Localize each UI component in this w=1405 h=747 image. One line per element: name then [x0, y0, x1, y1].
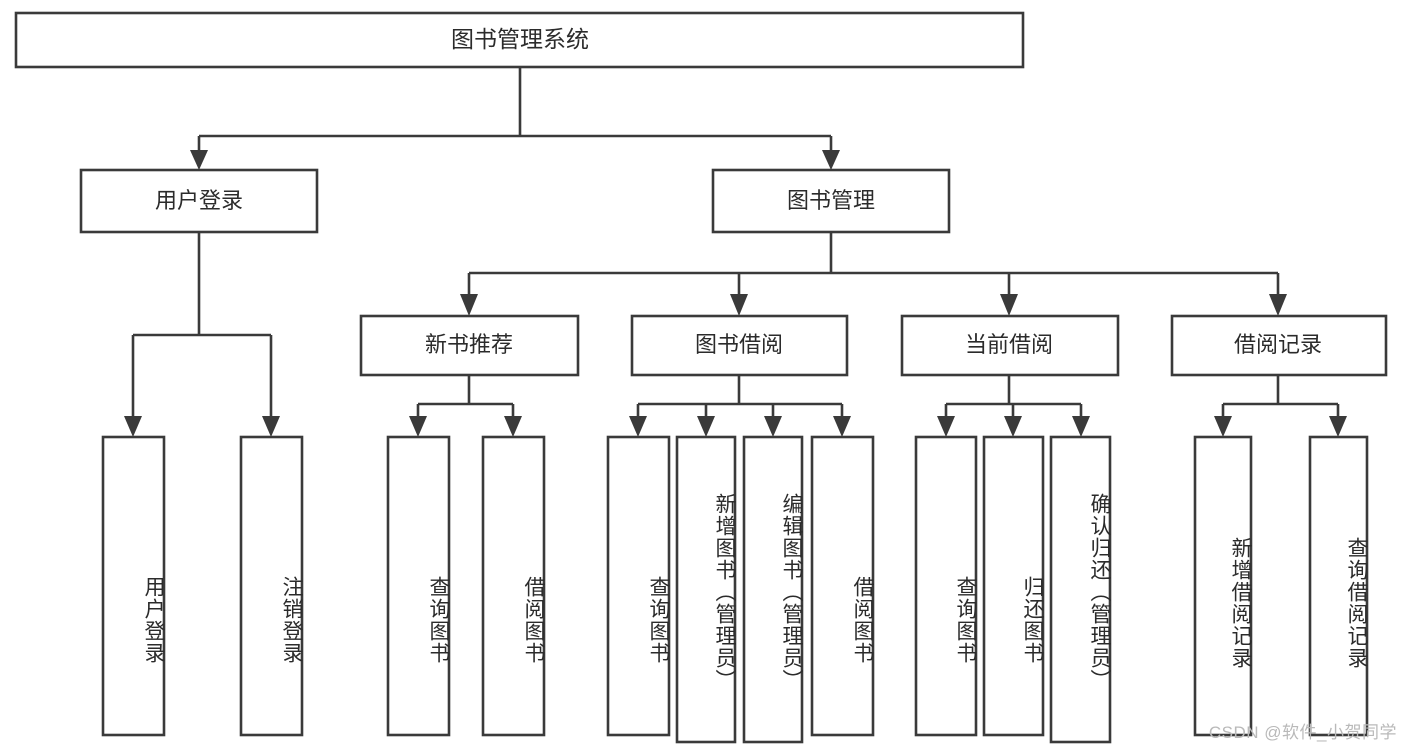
leaf-box-bw-edit[interactable] [742, 435, 804, 744]
arrow-head-leaf-nb-query [409, 416, 427, 437]
node-current-label: 当前借阅 [965, 332, 1053, 357]
arrow-head-borrow [730, 294, 748, 316]
leaf-box-bw-query[interactable] [606, 435, 671, 737]
leaf-box-user-logout[interactable] [239, 435, 304, 737]
node-bookmgmt[interactable]: 图书管理 [711, 168, 951, 234]
arrow-head-records [1269, 294, 1287, 316]
node-records-box[interactable] [1170, 314, 1388, 377]
connector-group-borrow [629, 375, 851, 437]
node-root-label: 图书管理系统 [451, 26, 589, 52]
arrow-head-leaf-rec-add [1214, 416, 1232, 437]
arrow-head-leaf-bw-borrow [833, 416, 851, 437]
arrow-head-login [190, 150, 208, 170]
leaf-box-rec-query[interactable] [1308, 435, 1369, 737]
leaf-box-rec-add[interactable] [1193, 435, 1253, 737]
arrow-head-newbook [460, 294, 478, 316]
leaf-box-user-login[interactable] [101, 435, 166, 737]
arrow-head-leaf-cur-query [937, 416, 955, 437]
connector-group-bookmgmt [460, 232, 1287, 316]
node-borrow-label: 图书借阅 [695, 332, 783, 357]
leaf-box-group [101, 435, 1369, 744]
leaf-box-nb-query[interactable] [386, 435, 451, 737]
leaf-box-bw-borrow[interactable] [810, 435, 875, 737]
leaf-box-bw-add[interactable] [675, 435, 737, 744]
node-current[interactable]: 当前借阅 [900, 314, 1120, 377]
arrow-head-leaf-bw-query [629, 416, 647, 437]
node-records-label: 借阅记录 [1234, 332, 1322, 357]
node-login[interactable]: 用户登录 [79, 168, 319, 234]
node-current-box[interactable] [900, 314, 1120, 377]
arrow-head-leaf-rec-query [1329, 416, 1347, 437]
node-borrow-box[interactable] [630, 314, 849, 377]
arrow-head-leaf-bw-edit [764, 416, 782, 437]
connector-group-login [124, 232, 280, 437]
csdn-watermark: CSDN @软件_小贺同学 [1208, 723, 1397, 742]
node-login-box[interactable] [79, 168, 319, 234]
node-borrow[interactable]: 图书借阅 [630, 314, 849, 377]
node-login-label: 用户登录 [155, 188, 243, 213]
arrow-head-leaf-user-login [124, 416, 142, 437]
arrow-head-leaf-cur-confirm [1072, 416, 1090, 437]
connector-group-records [1214, 375, 1347, 437]
node-bookmgmt-box[interactable] [711, 168, 951, 234]
node-newbook-box[interactable] [359, 314, 580, 377]
node-records[interactable]: 借阅记录 [1170, 314, 1388, 377]
arrow-head-leaf-cur-return [1004, 416, 1022, 437]
leaf-box-cur-query[interactable] [914, 435, 978, 737]
node-root-box[interactable] [14, 11, 1025, 69]
arrow-head-bookmgmt [822, 150, 840, 170]
leaf-box-cur-return[interactable] [982, 435, 1045, 737]
connector-group-current [937, 375, 1090, 437]
node-newbook[interactable]: 新书推荐 [359, 314, 580, 377]
arrow-head-leaf-nb-borrow [504, 416, 522, 437]
connector-group-root [190, 67, 840, 170]
node-newbook-label: 新书推荐 [425, 332, 513, 357]
arrow-head-leaf-bw-add [697, 416, 715, 437]
arrow-head-current [1000, 294, 1018, 316]
leaf-box-nb-borrow[interactable] [481, 435, 546, 737]
leaf-box-cur-confirm[interactable] [1049, 435, 1112, 744]
node-root[interactable]: 图书管理系统 [14, 11, 1025, 69]
arrow-head-leaf-user-logout [262, 416, 280, 437]
node-bookmgmt-label: 图书管理 [787, 188, 875, 213]
connector-group-newbook [409, 375, 522, 437]
